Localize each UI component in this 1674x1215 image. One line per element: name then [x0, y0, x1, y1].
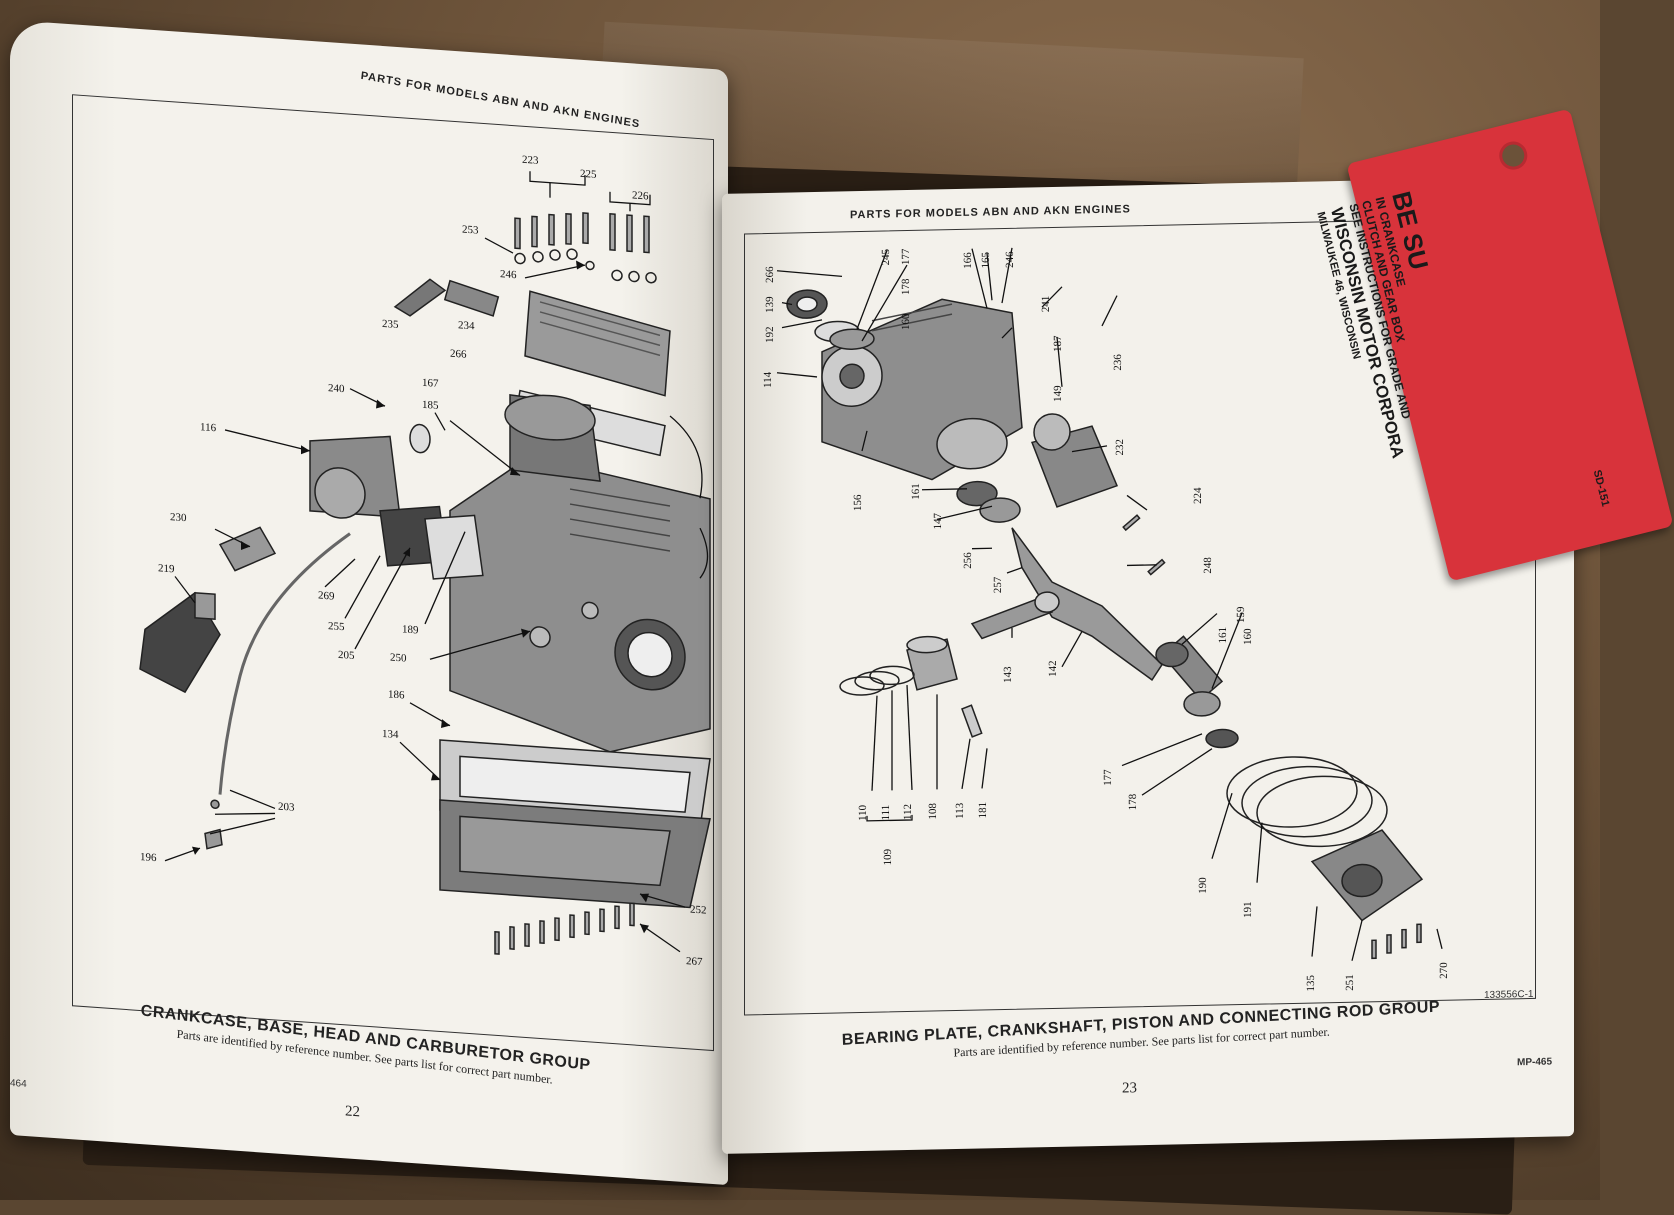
ref-177: 177	[900, 248, 912, 266]
ref-266: 266	[450, 347, 467, 361]
ref-205: 205	[338, 648, 355, 662]
ref-110: 110	[857, 804, 869, 822]
ref-191: 191	[1242, 901, 1254, 919]
ref-256: 256	[962, 552, 974, 569]
ref-139: 139	[764, 296, 776, 314]
ref-246: 246	[500, 268, 517, 282]
ref-234: 234	[458, 319, 475, 333]
ref-166: 166	[962, 252, 974, 269]
ref-257: 257	[992, 576, 1004, 594]
ref-224: 224	[1192, 487, 1204, 505]
ref-177b: 177	[1102, 769, 1114, 786]
ref-250: 250	[390, 651, 407, 665]
ref-159: 159	[1235, 606, 1247, 624]
ref-252: 252	[690, 903, 707, 917]
ref-236: 236	[1112, 354, 1124, 371]
ref-156: 156	[852, 494, 864, 512]
ref-161: 161	[910, 483, 922, 500]
ref-149: 149	[1052, 385, 1064, 403]
ref-160b: 160	[1242, 628, 1254, 646]
ref-190: 190	[1197, 877, 1209, 894]
ref-116: 116	[200, 421, 217, 435]
left-doc-code: 464	[10, 1077, 27, 1091]
right-doc-code: MP-465	[1517, 1056, 1553, 1069]
crankcase-exploded-diagram	[139, 171, 711, 955]
ref-225: 225	[580, 167, 597, 181]
ref-196: 196	[140, 850, 157, 865]
ref-219: 219	[158, 562, 175, 576]
ref-189: 189	[402, 623, 419, 637]
ref-266: 266	[764, 266, 776, 284]
tag-code: SD-151	[1590, 468, 1612, 508]
ref-246: 246	[1004, 251, 1016, 269]
ref-113: 113	[954, 802, 966, 820]
ref-240: 240	[328, 382, 345, 396]
ref-108: 108	[927, 802, 939, 820]
ref-248: 248	[1202, 557, 1214, 574]
left-page: PARTS FOR MODELS ABN AND AKN ENGINES	[10, 19, 728, 1186]
ref-178b: 178	[1127, 793, 1139, 811]
crankshaft-exploded-diagram	[776, 247, 1443, 961]
left-page-number: 22	[345, 1103, 360, 1121]
ref-178: 178	[900, 278, 912, 296]
ref-267: 267	[686, 955, 703, 969]
ref-186: 186	[388, 688, 405, 702]
ref-230: 230	[170, 511, 187, 525]
ref-114: 114	[762, 371, 774, 389]
ref-192: 192	[764, 326, 776, 344]
ref-160: 160	[900, 313, 912, 331]
ref-185: 185	[422, 398, 439, 412]
ref-270: 270	[1438, 962, 1450, 979]
right-page: PARTS FOR MODELS ABN AND AKN ENGINES	[722, 176, 1574, 1154]
ref-112: 112	[902, 803, 914, 821]
ref-232: 232	[1114, 438, 1126, 456]
ref-165: 165	[980, 251, 992, 269]
ref-223: 223	[522, 153, 539, 167]
ref-241: 241	[1040, 295, 1052, 313]
right-page-number: 23	[1122, 1080, 1137, 1097]
ref-147: 147	[932, 512, 944, 530]
ref-269: 269	[318, 589, 335, 603]
head-bolts	[514, 212, 650, 254]
ref-187: 187	[1052, 335, 1064, 353]
ref-255: 255	[328, 620, 345, 634]
ref-181: 181	[977, 801, 989, 819]
ref-161b: 161	[1217, 626, 1229, 644]
ref-226: 226	[632, 189, 649, 203]
ref-251: 251	[1344, 974, 1356, 991]
ref-134: 134	[382, 727, 399, 742]
right-drawing-code: 133556C-1	[1484, 988, 1534, 1001]
ref-245: 245	[880, 248, 892, 266]
ref-135: 135	[1305, 974, 1317, 992]
ref-203: 203	[278, 800, 295, 814]
ref-167: 167	[422, 376, 439, 390]
ref-142: 142	[1047, 660, 1059, 678]
tag-hole-icon	[1496, 138, 1531, 173]
ref-253: 253	[462, 223, 479, 237]
ref-111: 111	[880, 804, 892, 821]
ref-143: 143	[1002, 666, 1014, 684]
ref-235: 235	[382, 317, 399, 332]
ref-109: 109	[882, 848, 894, 866]
